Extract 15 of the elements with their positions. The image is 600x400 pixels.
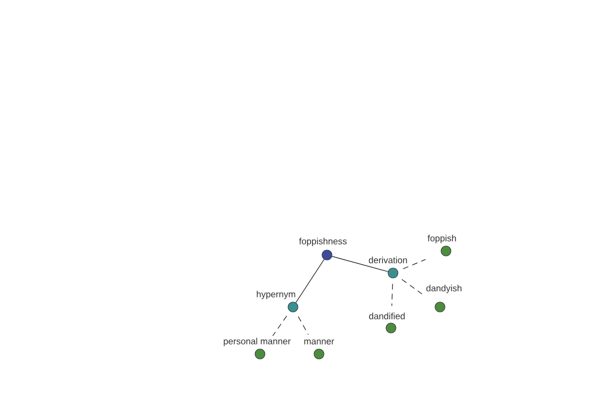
node-label: derivation	[368, 256, 407, 264]
node-label: foppish	[428, 234, 456, 244]
connector	[332, 256, 388, 272]
connector	[272, 316, 288, 336]
connector	[391, 284, 393, 306]
connector	[402, 259, 426, 270]
connector	[298, 316, 309, 335]
node-label: manner	[304, 340, 334, 344]
node-label: foppishness	[299, 238, 347, 246]
connector	[296, 259, 324, 303]
node-label: dandified	[369, 312, 405, 320]
node-label: dandyish	[426, 284, 462, 294]
node-label: personal manner	[224, 338, 291, 346]
node-label: hypernym	[256, 290, 296, 300]
connector	[401, 279, 422, 294]
